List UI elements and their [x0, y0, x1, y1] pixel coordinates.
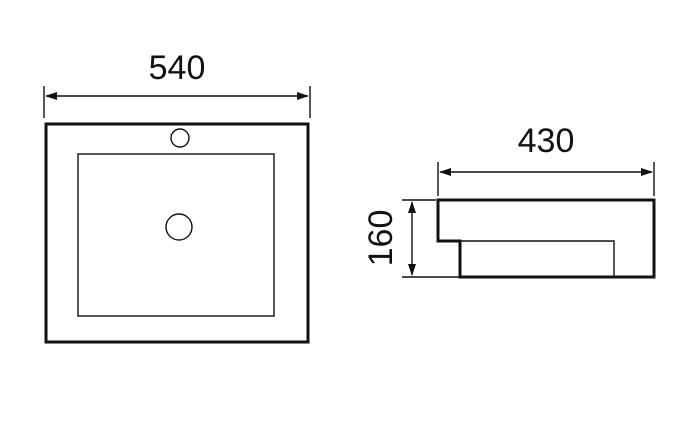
basin-inner-bowl — [77, 153, 275, 317]
basin-outer-outline — [44, 122, 310, 344]
width-dimension-side: 430 — [437, 122, 655, 196]
dimension-label-430: 430 — [518, 122, 575, 160]
basin-side-inner-line — [460, 240, 615, 277]
dimension-label-540: 540 — [149, 49, 206, 87]
top-view: 540 — [43, 49, 311, 344]
faucet-hole — [170, 128, 190, 148]
basin-side-profile — [436, 198, 656, 279]
dimension-label-160: 160 — [362, 210, 400, 267]
width-dimension-top: 540 — [43, 49, 311, 118]
height-dimension-side: 160 — [362, 199, 460, 278]
side-view: 430 160 — [362, 122, 656, 279]
drain-hole — [165, 213, 193, 241]
